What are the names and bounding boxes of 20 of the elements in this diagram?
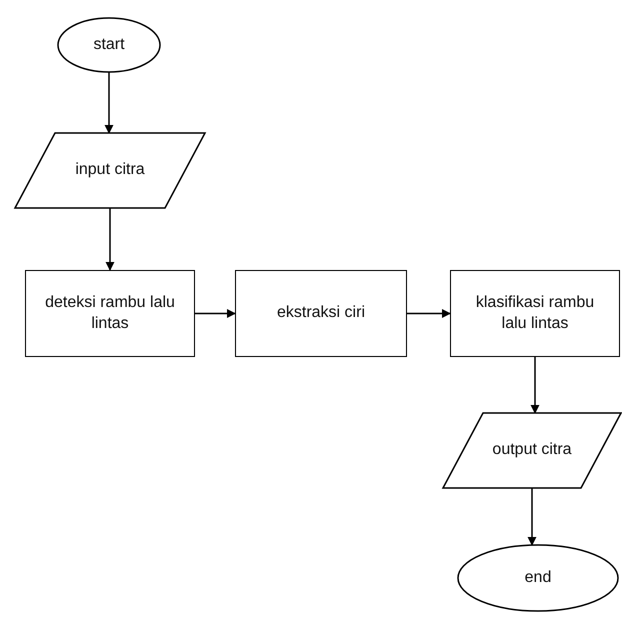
arrow	[104, 72, 114, 134]
arrow	[106, 208, 114, 271]
node-label: deteksi rambu lalu lintas	[44, 292, 176, 334]
node-label: start	[93, 34, 125, 55]
io-parallelogram	[443, 413, 621, 488]
process-box	[235, 270, 407, 357]
node-label: end	[524, 568, 552, 588]
node-label: klasifikasi rambu lalu lintas	[474, 292, 596, 334]
node-label: output citra	[492, 440, 572, 460]
io-parallelogram	[15, 133, 205, 208]
node-label: ekstraksi ciri	[276, 303, 365, 324]
arrow	[195, 309, 236, 318]
arrow	[407, 309, 451, 318]
terminator-ellipse	[58, 18, 160, 72]
process-box	[450, 270, 620, 357]
arrow	[530, 357, 540, 414]
process-box	[25, 270, 195, 357]
arrow	[528, 488, 536, 546]
terminator-ellipse	[458, 545, 618, 611]
node-label: input citra	[75, 160, 145, 180]
